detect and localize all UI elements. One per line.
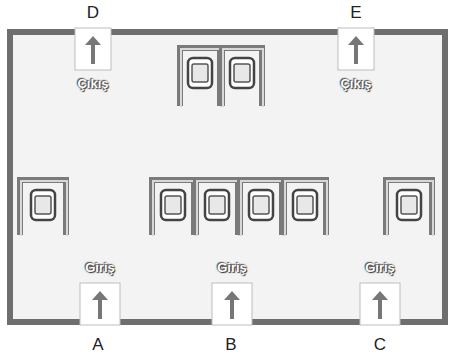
car bbox=[161, 190, 185, 220]
parking-bay bbox=[152, 180, 195, 236]
parking-bay bbox=[240, 180, 283, 236]
parking-bay bbox=[284, 180, 327, 236]
gate-letter: C bbox=[374, 336, 386, 355]
gate-letter: D bbox=[87, 4, 99, 23]
car bbox=[249, 190, 273, 220]
gate-arrow bbox=[80, 283, 120, 325]
car bbox=[31, 190, 55, 220]
parking-bay bbox=[20, 180, 67, 236]
car bbox=[188, 58, 212, 88]
exit-sign: Çıkış bbox=[338, 77, 373, 91]
car bbox=[205, 190, 229, 220]
entrance-sign: Giriş bbox=[215, 261, 249, 275]
entrance-sign: Giriş bbox=[363, 261, 397, 275]
gate-letter: A bbox=[92, 336, 103, 355]
parking-bay bbox=[180, 48, 221, 107]
car bbox=[397, 190, 421, 220]
lot-border bbox=[10, 32, 445, 322]
entrance-sign: Giriş bbox=[83, 261, 117, 275]
gate-arrow bbox=[212, 283, 252, 325]
gate-arrow bbox=[338, 28, 374, 70]
parking-bay bbox=[222, 48, 263, 107]
parking-bay bbox=[386, 180, 433, 236]
gate-letter: E bbox=[350, 4, 361, 23]
car bbox=[293, 190, 317, 220]
car bbox=[230, 58, 254, 88]
gate-arrow bbox=[75, 28, 111, 70]
exit-sign: Çıkış bbox=[75, 77, 110, 91]
parking-bay bbox=[196, 180, 239, 236]
gate-letter: B bbox=[225, 336, 236, 355]
gate-arrow bbox=[360, 283, 400, 325]
